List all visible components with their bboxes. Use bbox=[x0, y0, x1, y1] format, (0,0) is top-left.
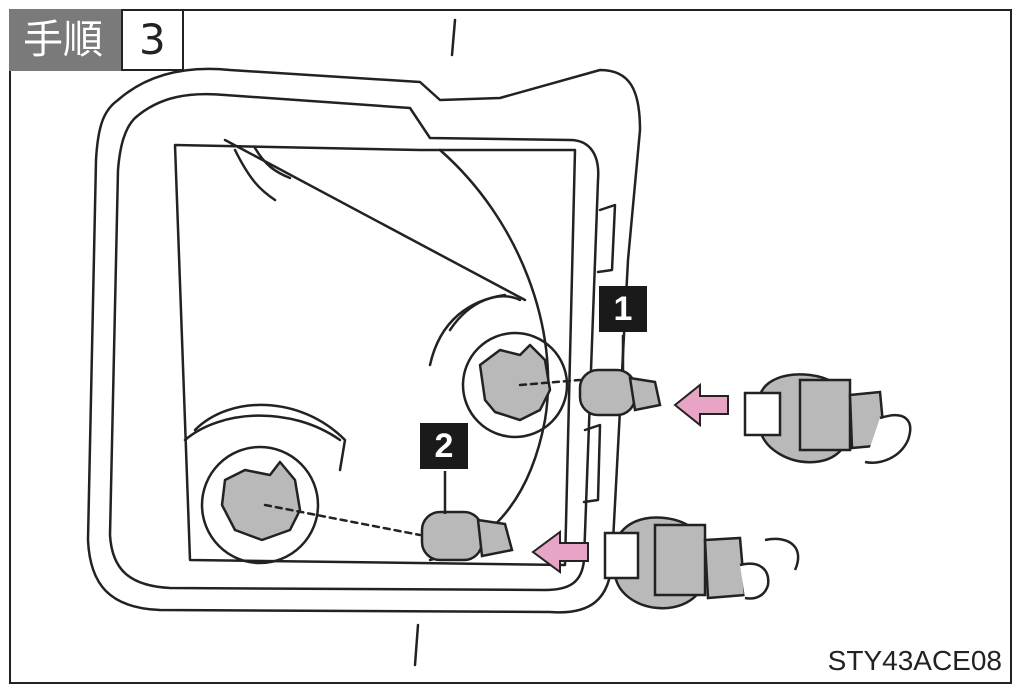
lamp-housing-inner bbox=[108, 92, 600, 592]
lower-socket-hole bbox=[200, 445, 320, 565]
bulb-2 bbox=[420, 510, 514, 562]
callout-1: 1 bbox=[599, 286, 647, 332]
step-header: 手順 3 bbox=[9, 9, 184, 71]
callout-2: 2 bbox=[420, 423, 468, 469]
step-label: 手順 bbox=[9, 9, 123, 71]
figure-frame bbox=[9, 9, 1012, 684]
socket-connector-2 bbox=[603, 516, 800, 610]
figure-code: STY43ACE08 bbox=[827, 645, 1002, 676]
bulb-1 bbox=[578, 368, 662, 417]
reflector-panel bbox=[173, 143, 577, 567]
arrow-2 bbox=[531, 530, 589, 574]
socket-connector-1 bbox=[743, 373, 912, 464]
lamp-housing-outer bbox=[86, 67, 642, 614]
upper-socket-hole bbox=[461, 331, 569, 439]
step-number: 3 bbox=[123, 9, 184, 71]
arrow-1 bbox=[673, 382, 729, 428]
